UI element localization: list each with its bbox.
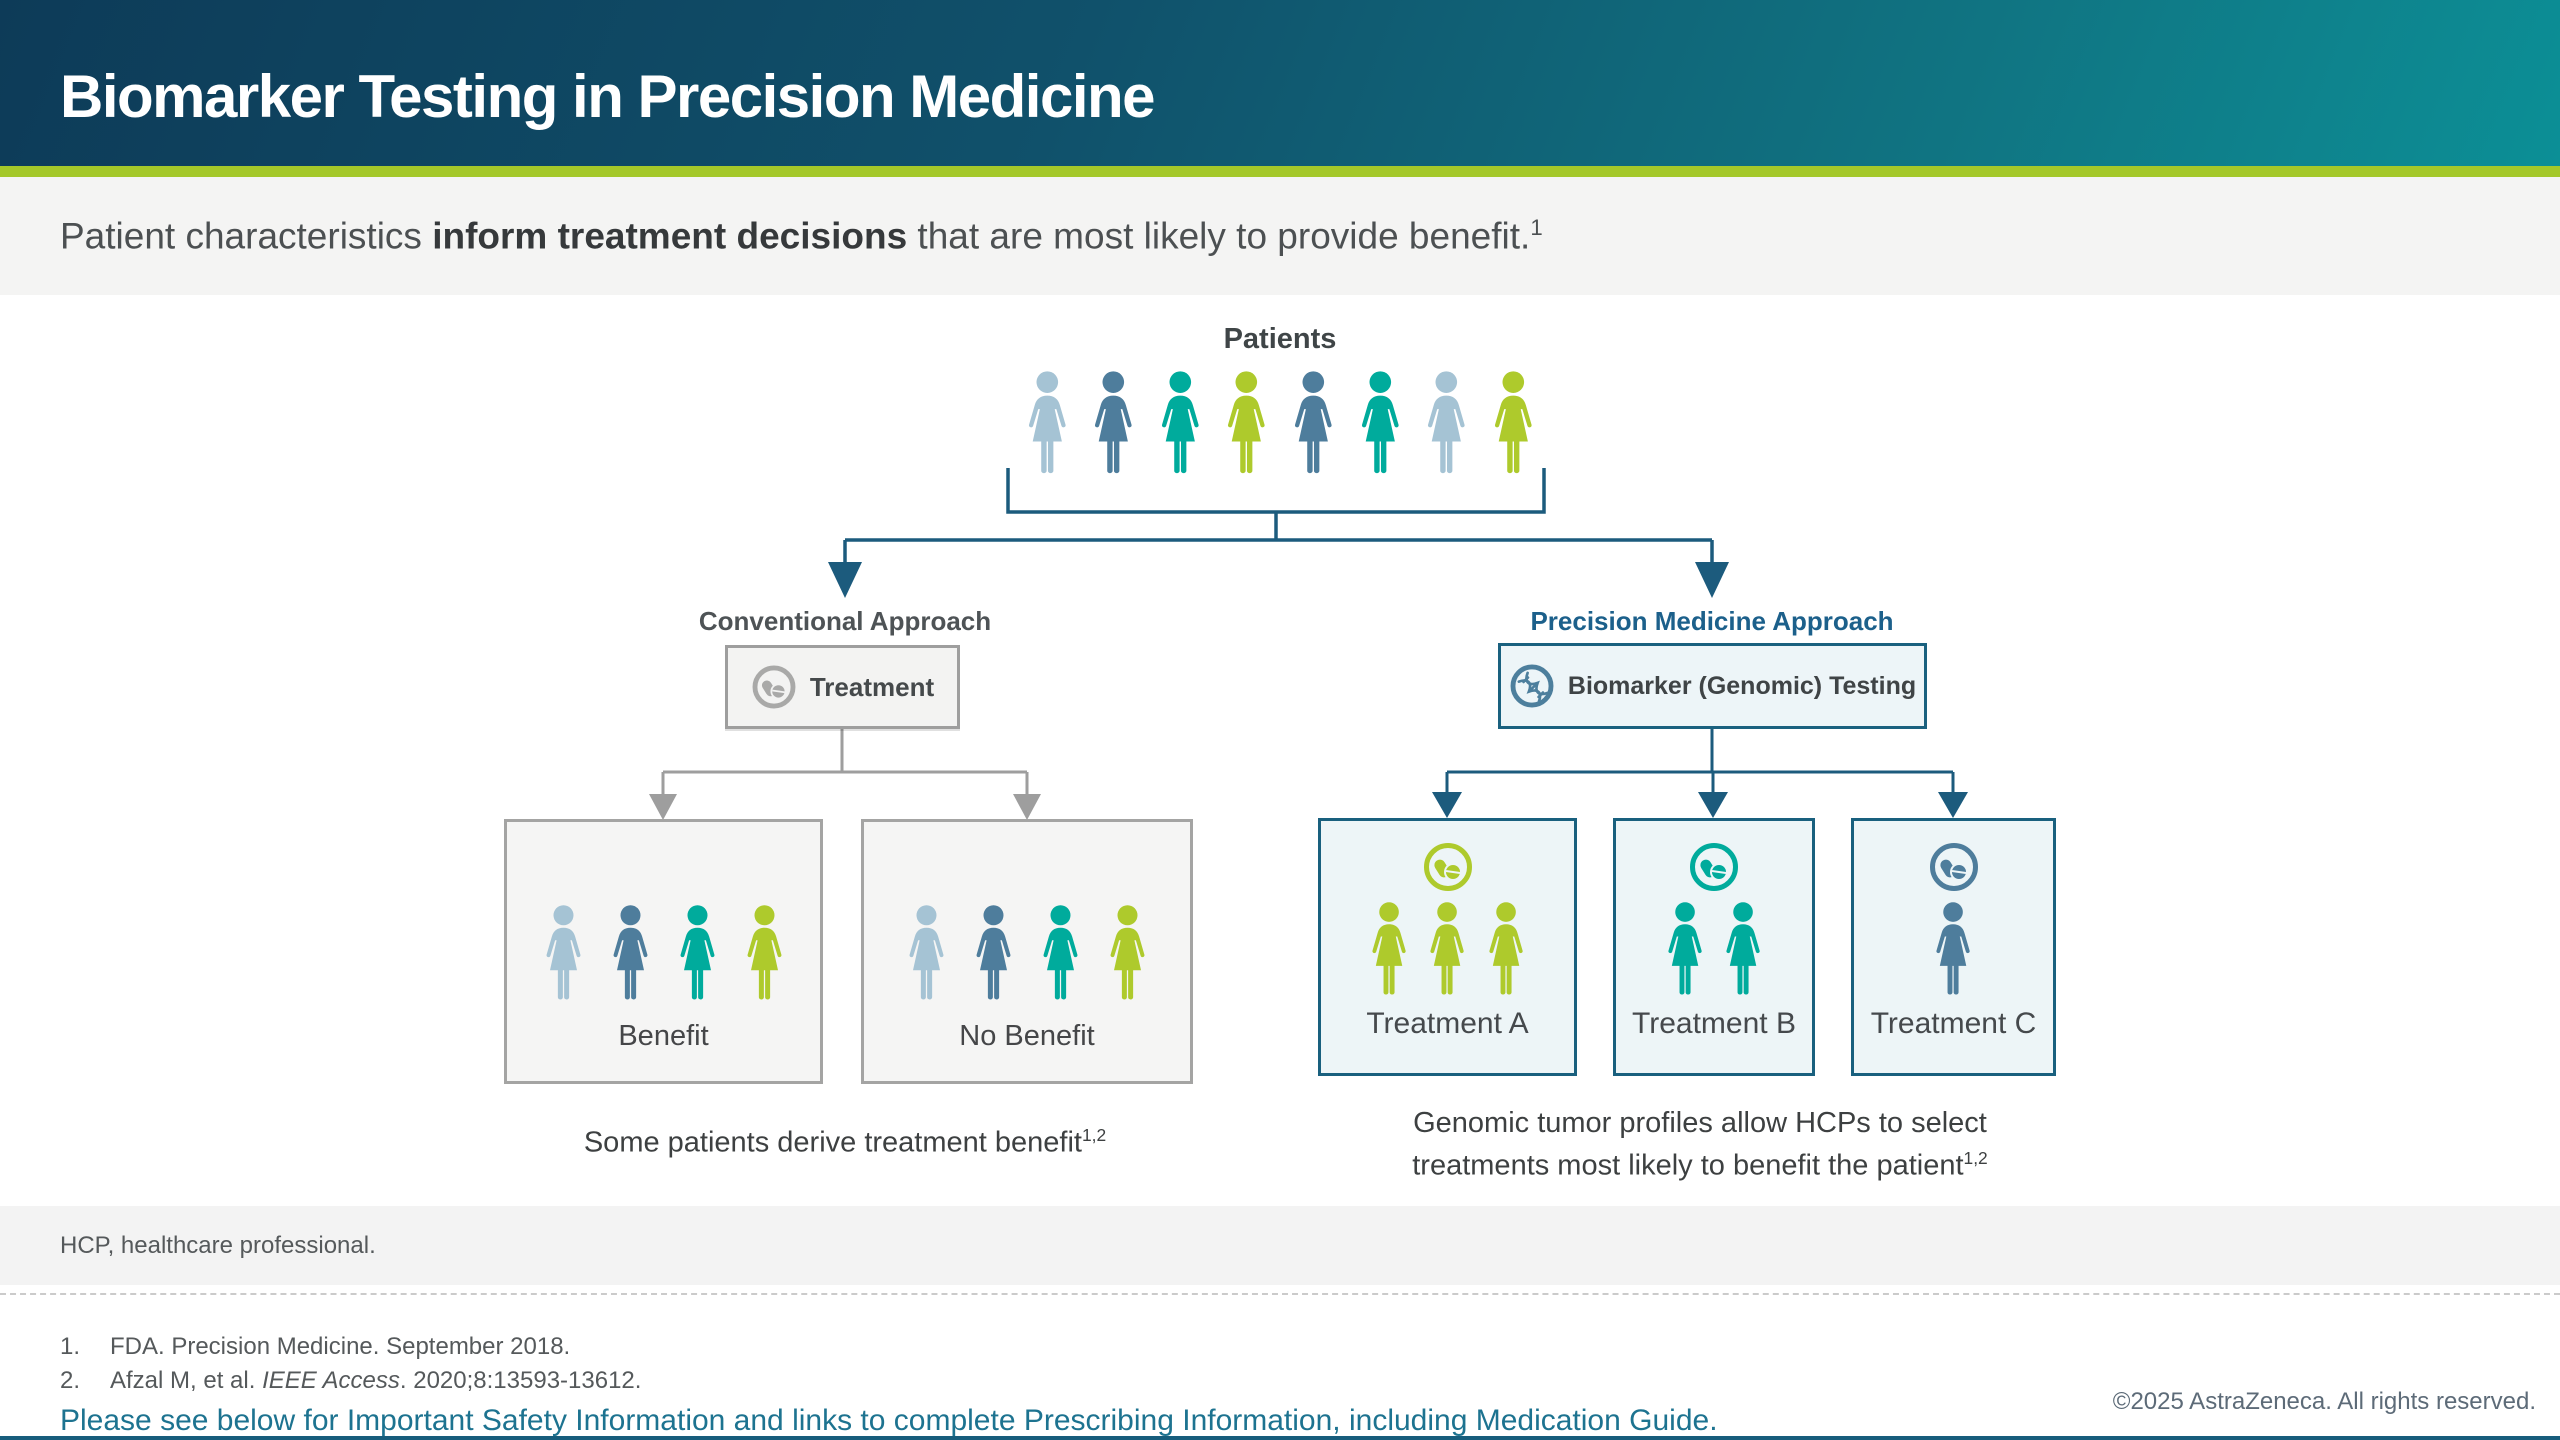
treatment-c-label: Treatment C — [1870, 1007, 2037, 1040]
abbreviation-footnote: HCP, healthcare professional. — [60, 1231, 376, 1259]
person-icon — [1726, 902, 1760, 995]
reference-1-pre: FDA. Precision Medicine. September 2018. — [110, 1333, 571, 1360]
person-icon — [1095, 371, 1132, 474]
person-icon — [909, 905, 944, 1000]
no-benefit-label: No Benefit — [959, 1020, 1095, 1052]
treatment-b-box: Treatment B — [1613, 818, 1815, 1076]
treatment-b-label: Treatment B — [1632, 1007, 1796, 1040]
benefit-label: Benefit — [618, 1020, 709, 1052]
precision-caption-superscript: 1,2 — [1963, 1148, 1988, 1168]
precision-approach-label: Precision Medicine Approach — [1530, 606, 1894, 636]
pills-icon — [1690, 843, 1738, 891]
precision-caption: Genomic tumor profiles allow HCPs to sel… — [1300, 1106, 2100, 1184]
page-title: Biomarker Testing in Precision Medicine — [60, 63, 1156, 130]
reference-2-text: Afzal M, et al. IEEE Access. 2020;8:1359… — [110, 1366, 641, 1396]
person-icon — [1668, 902, 1702, 995]
person-icon — [747, 905, 781, 1000]
pills-icon — [1423, 843, 1472, 891]
biomarker-testing-node-box: Biomarker (Genomic) Testing — [1498, 643, 1927, 729]
treatment-node-box: Treatment — [725, 645, 960, 729]
benefit-people-row — [541, 904, 787, 1004]
conventional-caption-superscript: 1,2 — [1081, 1125, 1107, 1145]
person-icon — [1161, 371, 1199, 474]
person-icon — [680, 905, 714, 1000]
tagline-superscript: 1 — [1530, 214, 1543, 240]
copyright-notice: ©2025 AstraZeneca. All rights reserved. — [2112, 1388, 2536, 1415]
conventional-caption: Some patients derive treatment benefit1,… — [445, 1118, 1245, 1161]
precision-caption-line2: treatments most likely to benefit the pa… — [1300, 1141, 2100, 1184]
person-icon — [1488, 902, 1523, 995]
treatment-c-box: Treatment C — [1851, 818, 2056, 1076]
isi-section-top-band — [0, 1436, 2560, 1440]
person-icon — [1028, 371, 1066, 474]
no-benefit-outcome-box: No Benefit — [861, 819, 1193, 1084]
tagline-bold: inform treatment decisions — [432, 215, 908, 257]
tagline-text: Patient characteristics inform treatment… — [0, 215, 1543, 257]
header-banner: Biomarker Testing in Precision Medicine — [0, 0, 2560, 166]
reference-1-number: 1. — [60, 1333, 81, 1360]
person-icon — [1494, 371, 1532, 474]
person-icon — [546, 905, 580, 1000]
reference-2-post: . 2020;8:13593-13612. — [399, 1367, 642, 1394]
treatment-c-people-row — [1931, 901, 1975, 999]
patients-icon-row — [0, 370, 2560, 478]
treatment-a-box: Treatment A — [1318, 818, 1577, 1076]
biomarker-node-label: Biomarker (Genomic) Testing — [1567, 671, 1917, 700]
person-icon — [1043, 905, 1078, 1000]
reference-2: 2. Afzal M, et al. IEEE Access. 2020;8:1… — [60, 1366, 1660, 1396]
person-icon — [976, 905, 1011, 1000]
precision-caption-line2-text: treatments most likely to benefit the pa… — [1412, 1149, 1964, 1182]
person-icon — [1294, 371, 1332, 474]
person-icon — [613, 905, 647, 1000]
treatment-b-people-row — [1663, 901, 1765, 999]
person-icon — [1430, 902, 1465, 995]
reference-2-pre: Afzal M, et al. — [110, 1367, 263, 1394]
reference-2-italic: IEEE Access — [262, 1367, 400, 1394]
person-icon — [1936, 902, 1971, 995]
precision-caption-line1: Genomic tumor profiles allow HCPs to sel… — [1413, 1107, 1987, 1139]
tagline-suffix: that are most likely to provide benefit. — [907, 215, 1531, 257]
no-benefit-people-row — [904, 904, 1150, 1004]
pills-icon — [1929, 843, 1978, 891]
patients-label: Patients — [1223, 323, 1337, 355]
dna-icon — [1510, 664, 1554, 708]
benefit-outcome-box: Benefit — [504, 819, 823, 1084]
person-icon — [1372, 902, 1407, 995]
reference-1-text: FDA. Precision Medicine. September 2018. — [110, 1332, 570, 1362]
conventional-approach-label: Conventional Approach — [698, 606, 992, 636]
person-icon — [1361, 371, 1399, 474]
person-icon — [1428, 371, 1465, 474]
header-green-bar — [0, 166, 2560, 177]
conventional-caption-text: Some patients derive treatment benefit — [583, 1126, 1082, 1159]
treatment-a-label: Treatment A — [1366, 1007, 1529, 1040]
tagline-prefix: Patient characteristics — [60, 215, 433, 257]
treatment-node-label: Treatment — [809, 671, 935, 702]
abbreviation-footnote-band: HCP, healthcare professional. — [0, 1206, 2560, 1285]
pills-icon — [752, 665, 796, 709]
treatment-a-people-row — [1367, 901, 1527, 999]
dashed-divider — [0, 1293, 2560, 1295]
person-icon — [1110, 905, 1145, 1000]
tagline-band: Patient characteristics inform treatment… — [0, 177, 2560, 295]
reference-1: 1. FDA. Precision Medicine. September 20… — [60, 1332, 1660, 1362]
safety-information-note: Please see below for Important Safety In… — [60, 1404, 1718, 1437]
reference-2-number: 2. — [60, 1367, 81, 1394]
person-icon — [1228, 371, 1266, 474]
